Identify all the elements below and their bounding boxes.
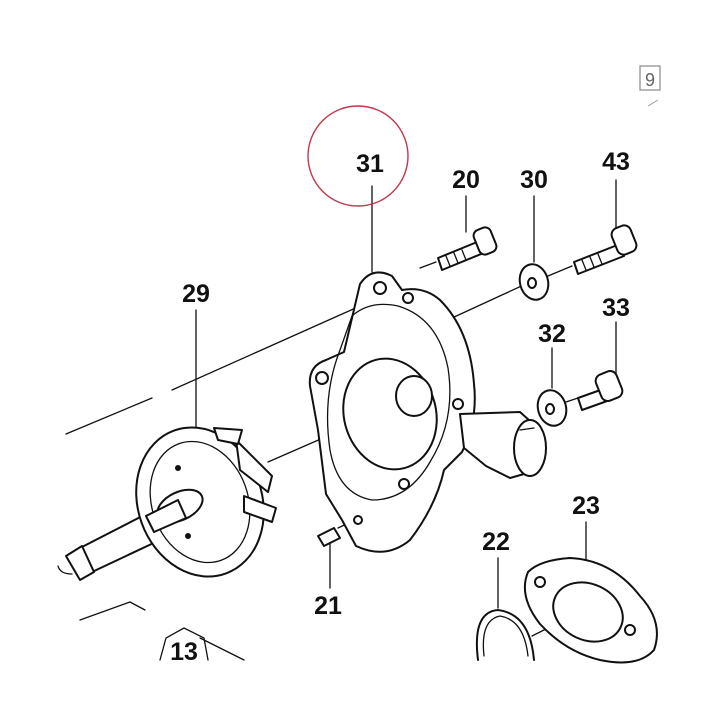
callout-33: 33 — [602, 294, 630, 322]
callout-31: 31 — [356, 150, 384, 178]
pump-housing-part-31 — [308, 271, 547, 553]
callout-21: 21 — [314, 592, 342, 620]
corner-mark-text: 9 — [645, 70, 655, 90]
callout-22: 22 — [482, 528, 510, 556]
callout-13: 13 — [170, 638, 198, 666]
washer-part-32 — [536, 389, 568, 427]
callout-20: 20 — [452, 166, 480, 194]
bolt-part-33 — [577, 370, 624, 411]
washer-part-30 — [518, 263, 550, 301]
bolt-part-43 — [573, 224, 638, 275]
callout-23: 23 — [572, 492, 600, 520]
callout-32: 32 — [538, 320, 566, 348]
bolt-part-20 — [437, 226, 498, 271]
reference-marker-13 — [159, 627, 209, 661]
impeller-part-29 — [57, 426, 277, 581]
o-ring-part-22 — [475, 609, 535, 661]
callout-30: 30 — [520, 166, 548, 194]
callout-leaders — [195, 179, 617, 609]
flange-gasket-part-23 — [524, 557, 658, 664]
callout-43: 43 — [602, 148, 630, 176]
dowel-pin-part-21 — [317, 527, 341, 547]
highlight-circle — [307, 105, 409, 207]
corner-catalog-mark: 9 — [639, 65, 661, 107]
callout-29: 29 — [182, 280, 210, 308]
